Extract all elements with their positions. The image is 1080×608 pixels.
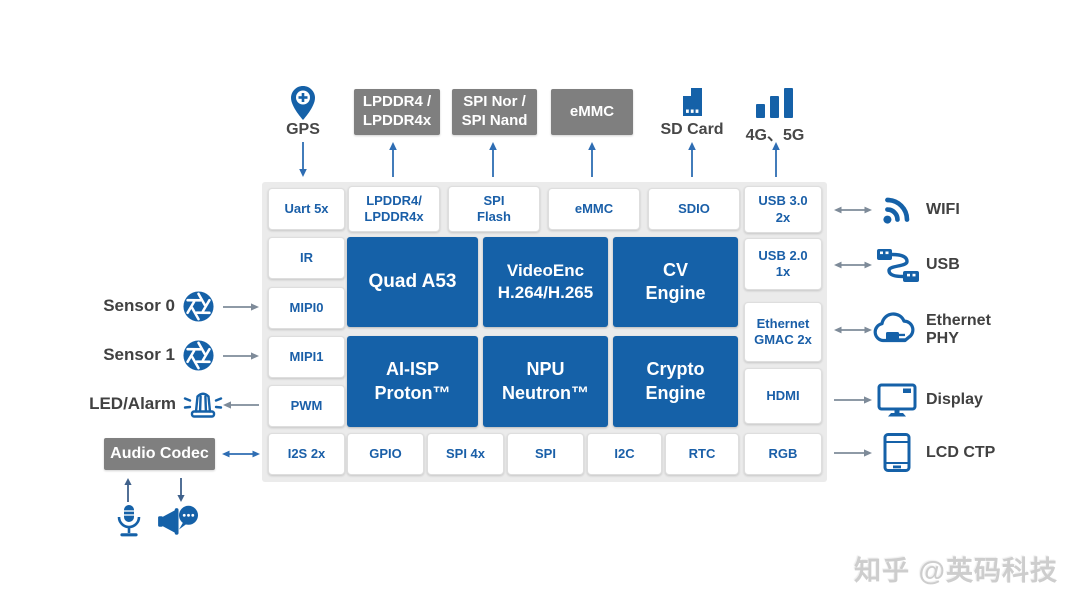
port-mipi1: MIPI1	[268, 336, 345, 378]
ethernet-phy-label: Ethernet PHY	[926, 312, 991, 348]
port-i2c: I2C	[587, 433, 662, 475]
arrow-usb-bidirectional	[833, 260, 873, 270]
arrow-mic-up	[123, 477, 133, 503]
port-sdio: SDIO	[648, 188, 740, 230]
arrow-cellular-up	[771, 141, 781, 178]
port-lpddr: LPDDR4/ LPDDR4x	[348, 186, 440, 232]
sd-card-label: SD Card	[660, 121, 724, 138]
wifi-icon	[880, 191, 916, 227]
core-crypto-engine: Crypto Engine	[613, 336, 738, 427]
sensor0-label: Sensor 0	[103, 296, 175, 315]
watermark-text: 知乎 @英码科技	[854, 556, 1058, 586]
display-label: Display	[926, 391, 983, 408]
usb-cable-icon	[876, 246, 920, 284]
core-videoenc: VideoEnc H.264/H.265	[483, 237, 608, 327]
led-alarm-label: LED/Alarm	[89, 394, 176, 413]
port-rgb: RGB	[744, 433, 822, 475]
port-spi-flash: SPI Flash	[448, 186, 540, 232]
gps-label: GPS	[286, 121, 320, 138]
ext-emmc-box: eMMC	[551, 89, 633, 135]
cellular-label: 4G、5G	[745, 127, 805, 144]
arrow-lpddr-up	[388, 141, 398, 178]
port-hdmi: HDMI	[744, 368, 822, 424]
arrow-lcd-right	[833, 448, 873, 458]
sensor1-label: Sensor 1	[103, 345, 175, 364]
core-ai-isp: AI-ISP Proton™	[347, 336, 478, 427]
arrow-gps-down	[298, 141, 308, 178]
port-i2s: I2S 2x	[268, 433, 345, 475]
siren-light-icon	[183, 386, 223, 421]
arrow-speaker-down	[176, 477, 186, 503]
arrow-sd-up	[687, 141, 697, 178]
lcd-panel-icon	[882, 432, 912, 473]
core-cv-engine: CV Engine	[613, 237, 738, 327]
port-uart: Uart 5x	[268, 188, 345, 230]
port-gpio: GPIO	[347, 433, 424, 475]
microphone-icon	[114, 503, 144, 539]
arrow-led-left	[222, 400, 260, 410]
port-ir: IR	[268, 237, 345, 279]
port-emmc: eMMC	[548, 188, 640, 230]
ext-spi-flash-box: SPI Nor / SPI Nand	[452, 89, 537, 135]
port-mipi0: MIPI0	[268, 287, 345, 329]
arrow-sensor0-right	[222, 302, 260, 312]
ethernet-cloud-icon	[870, 308, 920, 349]
port-ethernet-gmac: Ethernet GMAC 2x	[744, 302, 822, 362]
core-quad-a53: Quad A53	[347, 237, 478, 327]
ext-lpddr-box: LPDDR4 / LPDDR4x	[354, 89, 440, 135]
port-pwm: PWM	[268, 385, 345, 427]
arrow-display-right	[833, 395, 873, 405]
port-spi: SPI	[507, 433, 584, 475]
usb-label: USB	[926, 256, 960, 273]
arrow-ethernet-bidirectional	[833, 325, 873, 335]
lcd-ctp-label: LCD CTP	[926, 444, 996, 461]
arrow-emmc-up	[587, 141, 597, 178]
core-npu: NPU Neutron™	[483, 336, 608, 427]
port-usb2: USB 2.0 1x	[744, 238, 822, 290]
sensor0-aperture-icon	[182, 290, 215, 323]
signal-bars-icon	[756, 88, 794, 118]
arrow-audio-bidirectional	[221, 449, 261, 459]
arrow-wifi-bidirectional	[833, 205, 873, 215]
audio-codec-box: Audio Codec	[104, 438, 215, 470]
sd-card-icon	[678, 85, 706, 119]
arrow-spi-up	[488, 141, 498, 178]
arrow-sensor1-right	[222, 351, 260, 361]
soc-container: Uart 5x LPDDR4/ LPDDR4x SPI Flash eMMC S…	[262, 182, 827, 482]
port-rtc: RTC	[665, 433, 739, 475]
port-usb3: USB 3.0 2x	[744, 186, 822, 233]
gps-pin-icon	[287, 85, 319, 121]
display-monitor-icon	[876, 382, 918, 420]
megaphone-speech-icon	[156, 502, 202, 540]
port-spi4x: SPI 4x	[427, 433, 504, 475]
sensor1-aperture-icon	[182, 339, 215, 372]
wifi-label: WIFI	[926, 201, 960, 218]
